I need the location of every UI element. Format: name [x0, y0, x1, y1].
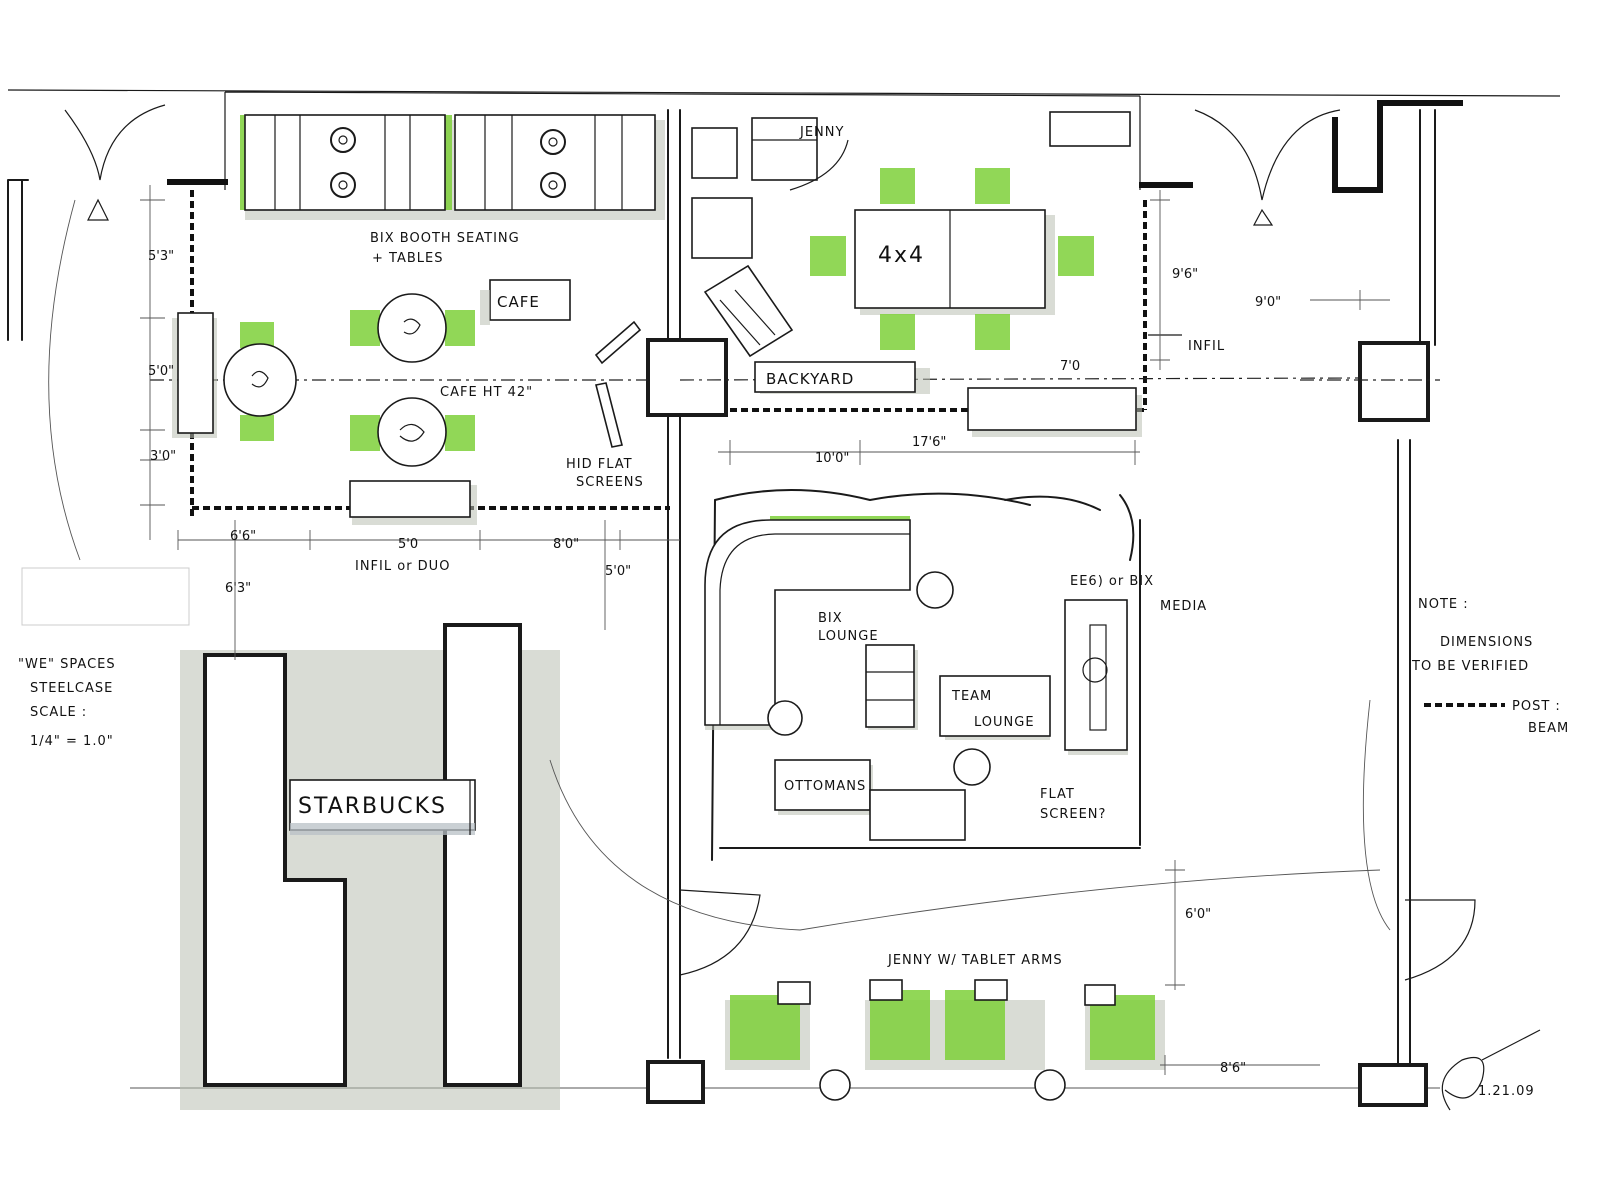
cafe-sign-label: CAFE [497, 293, 540, 311]
cafe-area: CAFE CAFE HT 42" INFIL or DUO HID FLAT S… [172, 279, 644, 574]
bix-lounge-label: BIX [818, 611, 843, 626]
signature: 1.21.09 [1441, 1029, 1541, 1111]
bix-media-label-2: MEDIA [1160, 599, 1207, 614]
cafe-height-label: CAFE HT 42" [440, 385, 533, 400]
table-4x4-label: 4x4 [878, 243, 925, 268]
flat-screens-label: HID FLAT [566, 457, 633, 472]
dimension-lines: 5'3" 5'0" 3'0" 6'6" 5'0 8'0" 5'0" 6'3" 9… [140, 185, 1390, 1076]
dim-8-0: 8'0" [553, 537, 579, 552]
dim-9-0: 9'0" [1255, 295, 1281, 310]
flat-screens-label-2: SCREENS [576, 475, 644, 490]
dim-3-0: 3'0" [150, 449, 176, 464]
we-spaces-label: "WE" SPACES [18, 657, 116, 672]
beam-lines [150, 190, 1440, 520]
dim-7-0: 7'0 [1060, 359, 1080, 374]
backyard-label: BACKYARD [766, 370, 854, 388]
team-lounge-label-2: LOUNGE [974, 715, 1035, 730]
lounge-area: BIX LOUNGE TEAM LOUNGE EE6) or BIX MEDIA… [704, 489, 1207, 861]
door-swings [48, 104, 1476, 981]
dim-10-0: 10'0" [815, 451, 849, 466]
bix-media-label: EE6) or BIX [1070, 574, 1154, 589]
legend-beam: BEAM [1528, 721, 1569, 736]
jenny-tablet-chairs: JENNY W/ TABLET ARMS [549, 699, 1391, 1101]
infil-right-label: INFIL [1188, 339, 1225, 354]
booth-seating-label: BIX BOOTH SEATING [370, 231, 520, 246]
dim-6-3: 6'3" [225, 581, 251, 596]
infil-duo-label: INFIL or DUO [355, 559, 450, 574]
backyard-area: JENNY 4x4 BACKYARD INFIL [691, 111, 1225, 437]
booth-tables-label: + TABLES [372, 251, 443, 266]
bix-lounge-label-2: LOUNGE [818, 629, 879, 644]
scale-value: 1/4" = 1.0" [30, 734, 114, 749]
note-label: NOTE : [1418, 597, 1469, 612]
dim-17-6: 17'6" [912, 435, 946, 450]
starbucks-counter: STARBUCKS [180, 623, 560, 1110]
date-label: 1.21.09 [1478, 1084, 1535, 1099]
legend-post: POST : [1512, 699, 1561, 714]
dim-5-0: 5'0" [148, 364, 174, 379]
scale-label: SCALE : [30, 705, 87, 720]
dim-5-3: 5'3" [148, 249, 174, 264]
right-notes: NOTE : DIMENSIONS TO BE VERIFIED POST : … [1411, 597, 1569, 736]
dim-5-0c: 5'0" [605, 564, 631, 579]
dim-5-0b: 5'0 [398, 537, 418, 552]
note-verified: TO BE VERIFIED [1411, 659, 1529, 674]
dim-6-0: 6'0" [1185, 907, 1211, 922]
booth-seating: BIX BOOTH SEATING + TABLES [240, 114, 665, 266]
jenny-tablet-label: JENNY W/ TABLET ARMS [887, 953, 1063, 968]
dim-6-6: 6'6" [230, 529, 256, 544]
jenny-label: JENNY [799, 125, 844, 140]
note-dimensions: DIMENSIONS [1440, 635, 1533, 650]
steelcase-label: STEELCASE [30, 681, 113, 696]
ottomans-label: OTTOMANS [784, 779, 866, 794]
starbucks-label: STARBUCKS [298, 794, 447, 819]
flat-screen-question-label-2: SCREEN? [1040, 807, 1106, 822]
dim-9-6: 9'6" [1172, 267, 1198, 282]
flat-screen-question-label: FLAT [1040, 787, 1075, 802]
team-lounge-label: TEAM [951, 689, 992, 704]
posts [646, 338, 1430, 1107]
left-notes: "WE" SPACES STEELCASE SCALE : 1/4" = 1.0… [18, 567, 190, 749]
dim-8-6: 8'6" [1220, 1061, 1246, 1076]
